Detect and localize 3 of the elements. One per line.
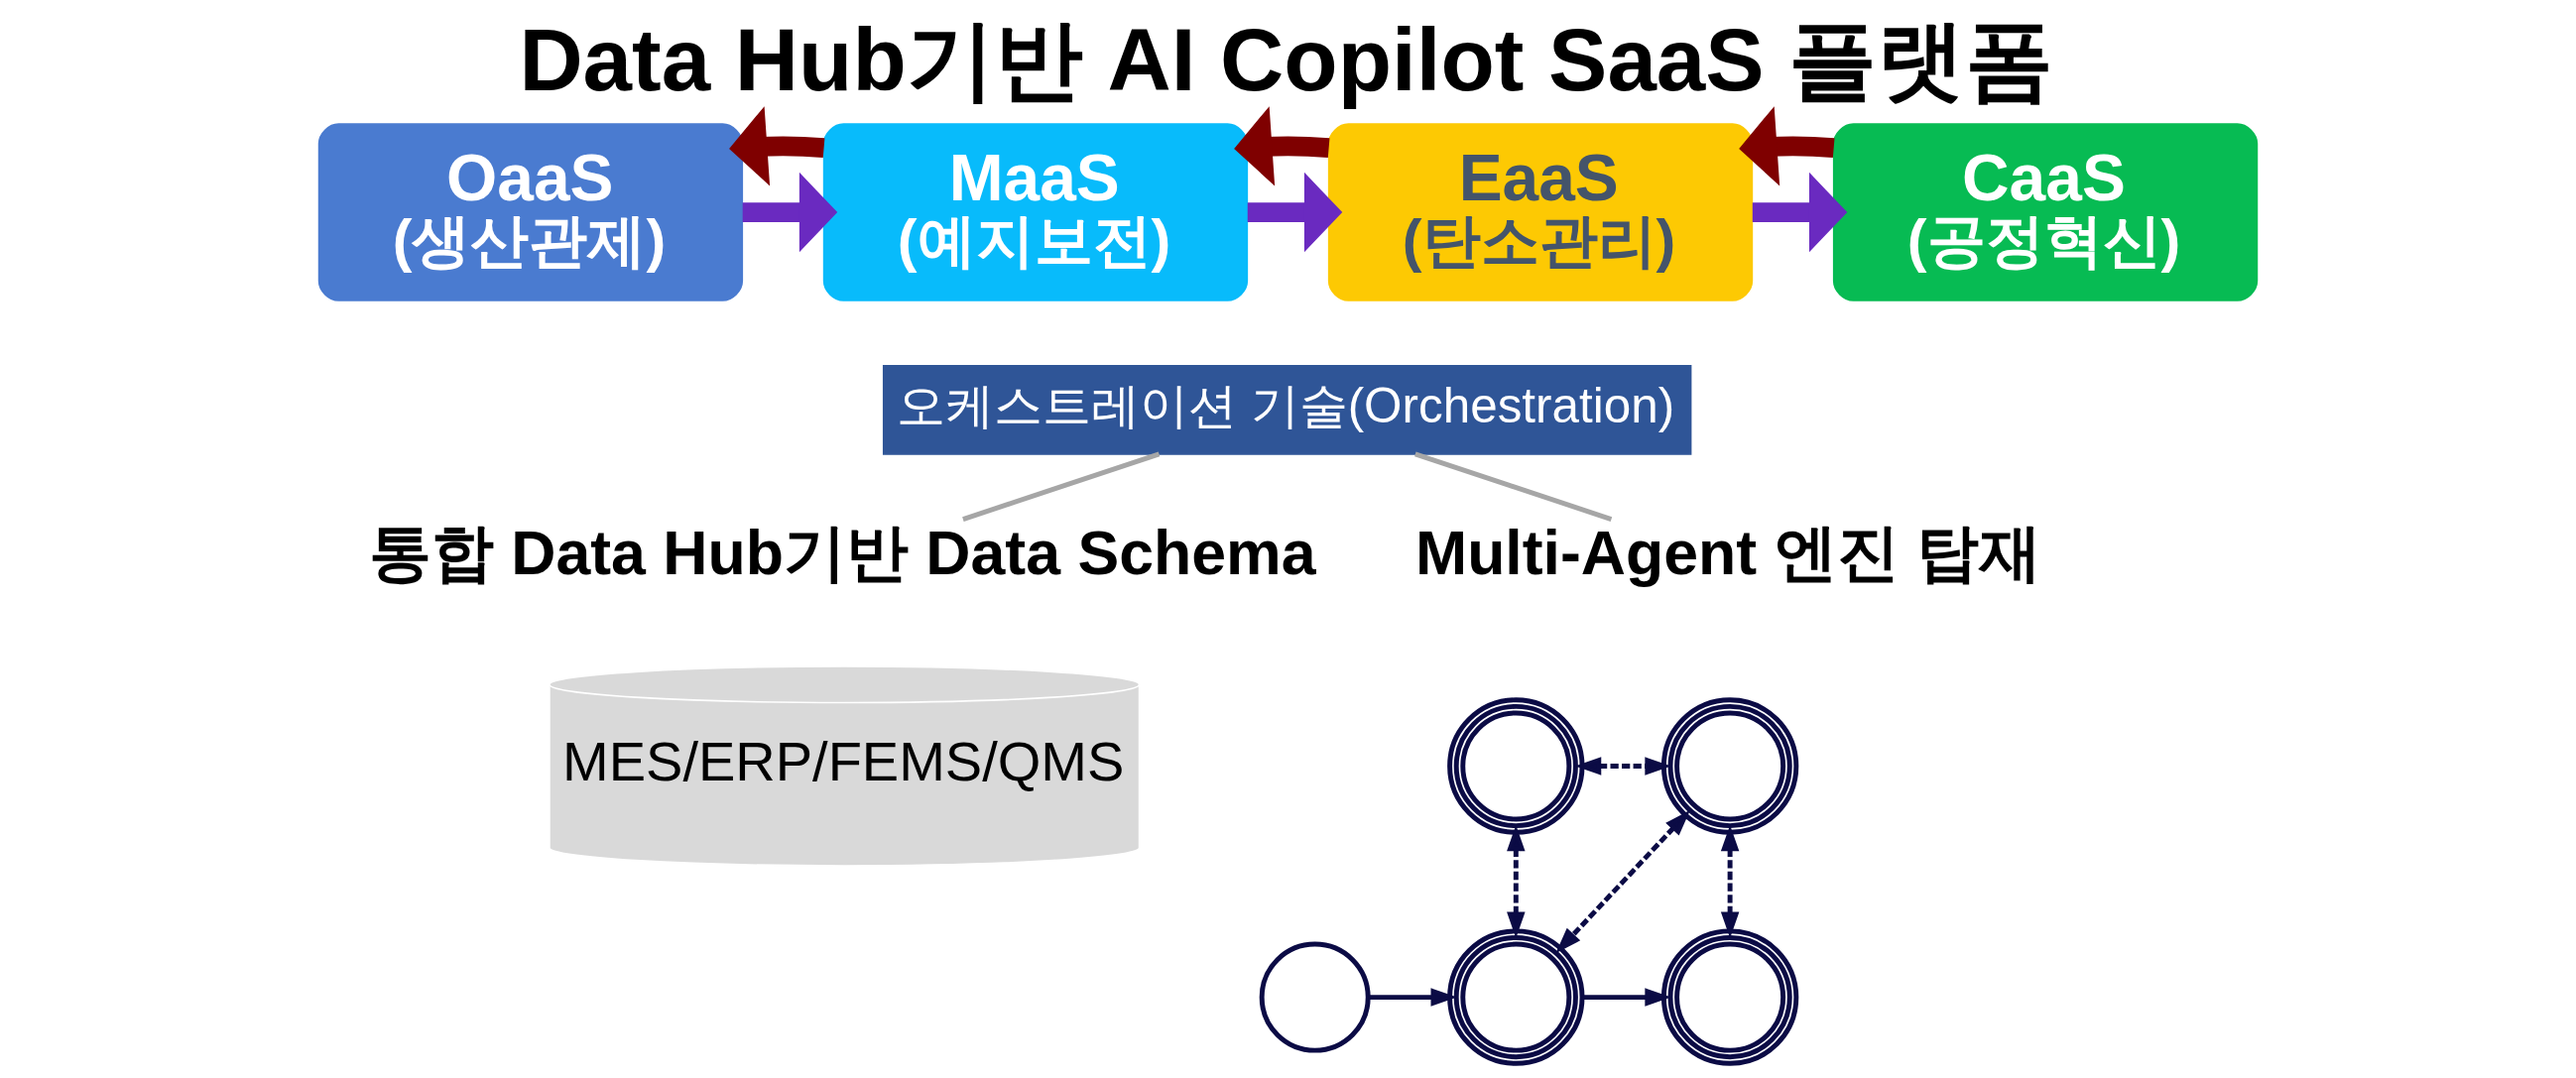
node-text: Multi-Agent 엔진 탑재 <box>1415 517 2041 587</box>
diagram-title: Data Hub기반 AI Copilot SaaS 플랫폼 <box>519 9 2054 109</box>
node-text: 통합 Data Hub기반 Data Schema <box>368 517 1316 587</box>
